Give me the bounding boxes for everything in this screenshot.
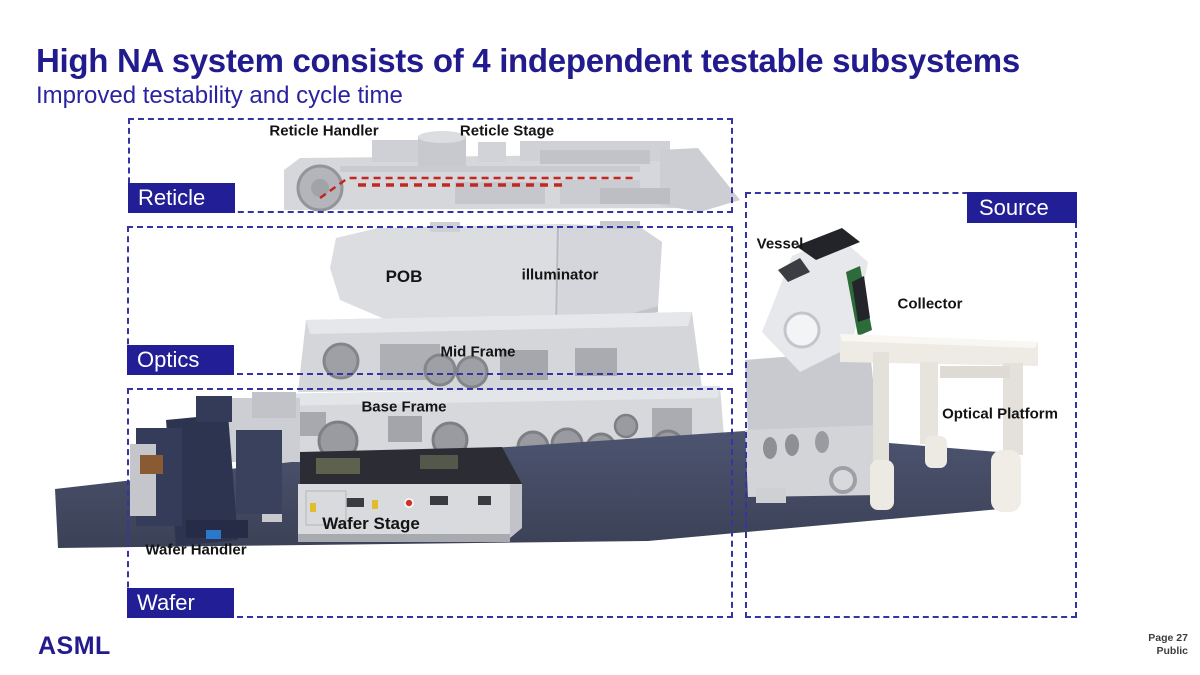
part-label-optical-platform: Optical Platform xyxy=(942,405,1058,423)
part-label-wafer-stage: Wafer Stage xyxy=(322,514,420,533)
asml-logo: ASML xyxy=(38,632,111,660)
slide-subtitle: Improved testability and cycle time xyxy=(36,82,403,109)
page-number: Page 27 xyxy=(1148,632,1188,644)
part-label-base-frame: Base Frame xyxy=(361,398,447,416)
part-label-reticle-stage: Reticle Stage xyxy=(459,122,555,140)
source-tag: Source xyxy=(967,192,1077,223)
part-label-illuminator: illuminator xyxy=(521,266,599,284)
wafer-box: Wafer xyxy=(127,388,733,618)
part-label-reticle-handler: Reticle Handler xyxy=(269,122,379,140)
page-info: Page 27 Public xyxy=(1148,632,1188,658)
part-label-collector: Collector xyxy=(897,295,963,313)
classification-label: Public xyxy=(1156,645,1188,657)
part-label-mid-frame: Mid Frame xyxy=(440,343,516,361)
reticle-tag: Reticle xyxy=(128,183,235,213)
part-label-wafer-handler: Wafer Handler xyxy=(145,541,247,559)
wafer-tag: Wafer xyxy=(127,588,234,618)
part-label-pob: POB xyxy=(385,267,423,286)
part-label-vessel: Vessel xyxy=(756,235,804,253)
reticle-box: Reticle xyxy=(128,118,733,213)
slide-title: High NA system consists of 4 independent… xyxy=(36,42,1020,79)
optics-tag: Optics xyxy=(127,345,234,375)
optics-box: Optics xyxy=(127,226,733,375)
